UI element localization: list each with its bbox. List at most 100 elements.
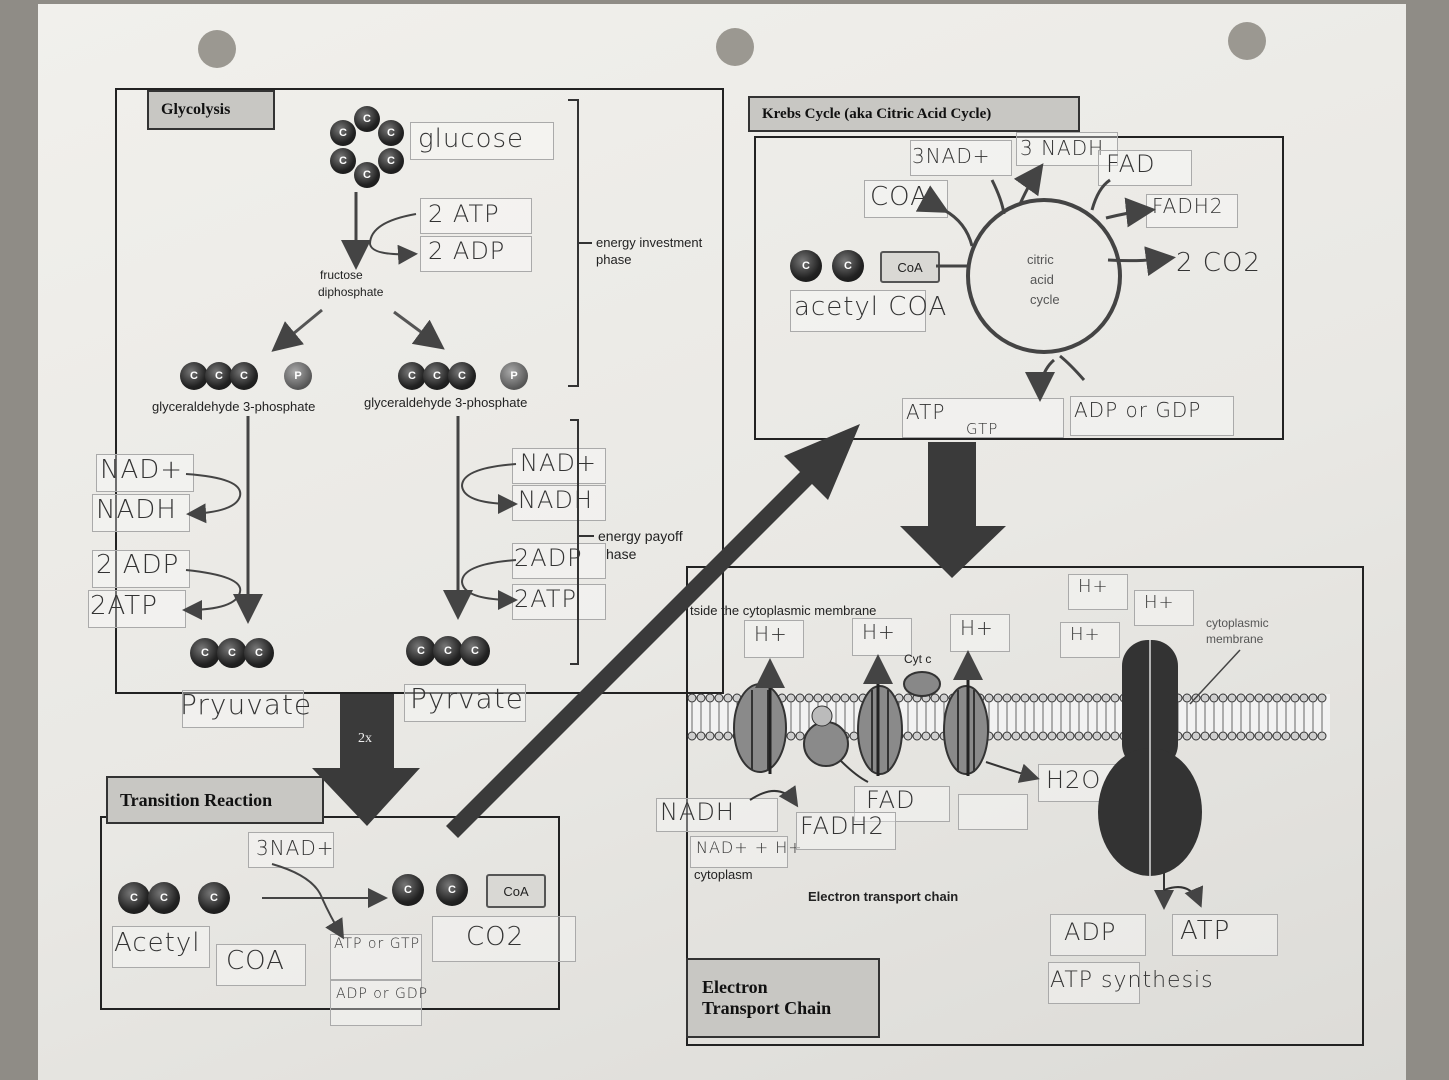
krebs-gtp-label: GTP [966, 420, 999, 438]
etc-title: Electron Transport Chain [686, 958, 880, 1038]
phospholipid-head [1038, 731, 1048, 741]
transition-adp-box [330, 980, 422, 1026]
nadh-left-box [92, 494, 190, 532]
h-box-1 [744, 620, 804, 658]
complex-3 [857, 685, 903, 775]
phospholipid-head [1074, 731, 1084, 741]
krebs-adp-label: ADP or GDP [1074, 398, 1202, 422]
phospholipid-head [1317, 731, 1327, 741]
transition-acetyl-box [112, 926, 210, 968]
krebs-atp-label: ATP [906, 400, 946, 424]
payoff-bracket [570, 419, 579, 665]
phospholipid-head [1074, 693, 1084, 703]
transition-co2-label: CO2 [466, 922, 525, 952]
phospholipid-head [687, 693, 697, 703]
complex-q [803, 705, 849, 767]
phospholipid-head [921, 731, 931, 741]
phospholipid-head [1011, 693, 1021, 703]
nadh-right-label: NADH [518, 486, 593, 514]
phospholipid-head [1200, 693, 1210, 703]
phospholipid-head [1254, 731, 1264, 741]
krebs-nad-box [910, 140, 1012, 176]
phospholipid-head [723, 693, 733, 703]
etc-fad-box [854, 786, 950, 822]
etc-adp-label: ADP [1064, 918, 1117, 946]
krebs-fad-box [1098, 150, 1192, 186]
glucose-label: glucose [418, 124, 525, 154]
phospholipid-head [1308, 731, 1318, 741]
etc-blank-box [958, 794, 1028, 830]
transition-to-krebs-arrow [446, 424, 860, 838]
phospholipid-head [849, 731, 859, 741]
pyruvate-right-box [404, 684, 526, 722]
nad-right-box [512, 448, 606, 484]
phospholipid-head [687, 731, 697, 741]
phospholipid-head [1092, 731, 1102, 741]
phospholipid-head [1110, 731, 1120, 741]
etc-adp-box [1050, 914, 1146, 956]
atp-in-label: 2 ATP [428, 200, 500, 228]
phospholipid-head [939, 693, 949, 703]
acid-label: acid [1030, 272, 1054, 287]
phospholipid-head [714, 693, 724, 703]
payoff-phase-label: hase [606, 546, 637, 562]
phospholipid-head [1263, 693, 1273, 703]
phospholipid-head [1056, 731, 1066, 741]
phospholipid-head [840, 693, 850, 703]
phospholipid-head [1038, 693, 1048, 703]
adp-right-label: 2ADP [514, 544, 583, 572]
phospholipid-head [1218, 731, 1228, 741]
h-label-5: H+ [1144, 592, 1175, 613]
phospholipid-head [1290, 731, 1300, 741]
nad-left-box [96, 454, 194, 492]
krebs-nadh-label: 3 NADH [1020, 136, 1105, 160]
etc-nadh-label: NADH [660, 798, 735, 826]
glycolysis-title: Glycolysis [147, 90, 275, 130]
phospholipid-head [1245, 731, 1255, 741]
punch-hole [198, 30, 236, 68]
phospholipid-head [1263, 731, 1273, 741]
atp-right-box [512, 584, 606, 620]
payoff-label: energy payoff [598, 528, 683, 544]
punch-hole [716, 28, 754, 66]
phospholipid-head [993, 693, 1003, 703]
adp-left-box [92, 550, 190, 588]
h-box-5 [1134, 590, 1194, 626]
transition-atp-label: ATP or GTP [334, 936, 421, 952]
krebs-nad-label: 3NAD+ [912, 144, 991, 168]
phospholipid-head [714, 731, 724, 741]
etc-h2o-label: H2O [1046, 766, 1102, 794]
phospholipid-head [1218, 693, 1228, 703]
phospholipid-head [1182, 731, 1192, 741]
etc-nad-label: NAD+ + H+ [696, 838, 803, 857]
krebs-to-etc-arrow [900, 442, 1006, 578]
phospholipid-head [1002, 731, 1012, 741]
phospholipid-head [723, 731, 733, 741]
phospholipid-head [786, 693, 796, 703]
pyruvate-left-box [182, 690, 304, 728]
phospholipid-head [1191, 731, 1201, 741]
phospholipid-head [1029, 693, 1039, 703]
phospholipid-head [813, 693, 823, 703]
diphosphate-label: diphosphate [318, 285, 384, 299]
phospholipid-head [696, 731, 706, 741]
outside-membrane-label: tside the cytoplasmic membrane [690, 603, 877, 618]
transition-co2-box [432, 916, 576, 962]
transition-coa-box [216, 944, 306, 986]
etc-section [686, 566, 1364, 1046]
phospholipid-head [1182, 693, 1192, 703]
phospholipid-head [1308, 693, 1318, 703]
h-box-6 [1060, 622, 1120, 658]
transition-nad-box [248, 832, 334, 868]
etc-synthesis-label: ATP synthesis [1050, 968, 1214, 993]
phospholipid-head [705, 731, 715, 741]
adp-right-box [512, 543, 606, 579]
phospholipid-head [1083, 731, 1093, 741]
phospholipid-head [903, 693, 913, 703]
investment-bracket [568, 99, 579, 387]
etc-synthesis-box [1048, 962, 1140, 1004]
cytc-label: Cyt c [904, 652, 932, 666]
adp-out-box [420, 236, 532, 272]
phospholipid-head [822, 693, 832, 703]
phospholipid-head [1236, 693, 1246, 703]
